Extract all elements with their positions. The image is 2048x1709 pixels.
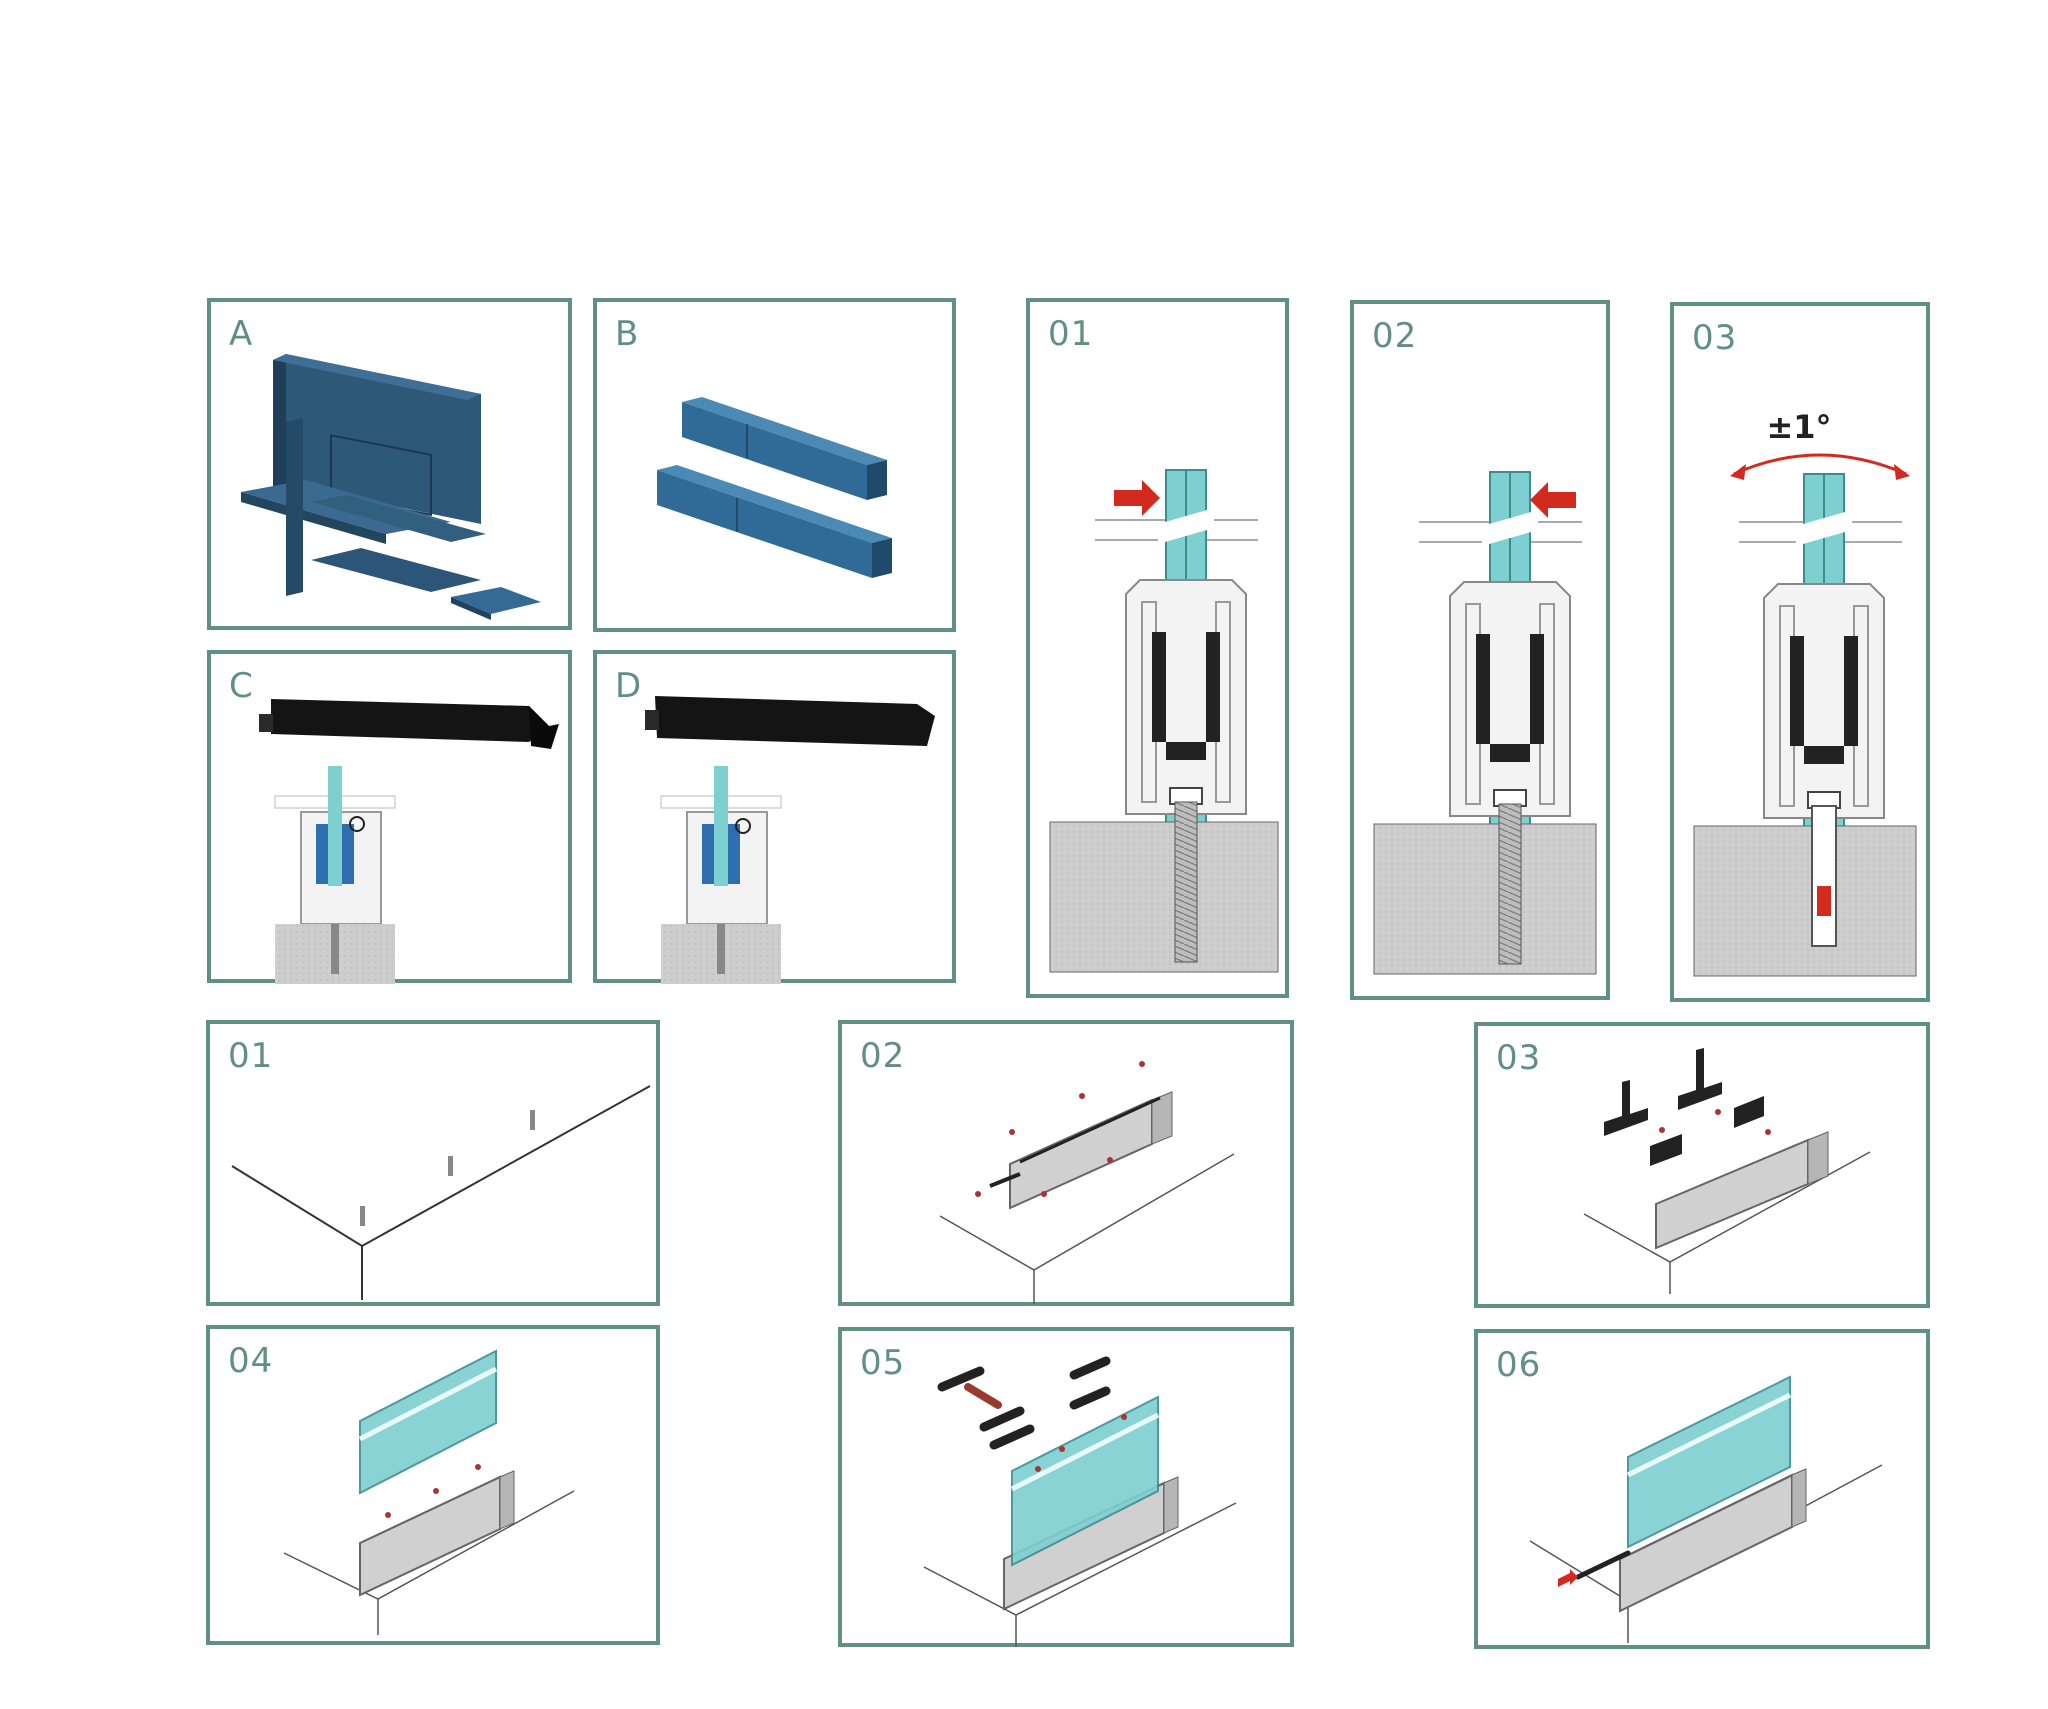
arrow-right-icon xyxy=(1114,480,1160,516)
section-step-03-label: 03 xyxy=(1692,318,1738,358)
glass-panel xyxy=(359,1349,497,1495)
cover-cap-d-illustration xyxy=(645,696,935,984)
tilt-angle-label: ±1° xyxy=(1766,408,1831,446)
wedge-piece xyxy=(1650,1134,1682,1166)
install-step-01-label: 01 xyxy=(228,1036,274,1076)
install-step-06-panel: 06 xyxy=(1474,1329,1930,1649)
panel-label-c: C xyxy=(229,666,254,706)
section-step-02-label: 02 xyxy=(1372,316,1418,356)
wedge-piece xyxy=(1678,1048,1722,1110)
section-step-01-drawing xyxy=(1049,469,1279,973)
install-step-01-panel: 01 xyxy=(206,1020,660,1306)
section-step-01-panel: 01 xyxy=(1026,298,1289,998)
section-step-02-panel: 02 xyxy=(1350,300,1610,1000)
install-step-04-panel: 04 xyxy=(206,1325,660,1645)
install-step-03-label: 03 xyxy=(1496,1038,1542,1078)
section-step-03-panel: 03 ±1° xyxy=(1670,302,1930,1002)
install-step-04-drawing xyxy=(283,1349,575,1635)
panel-label-a: A xyxy=(229,314,254,354)
section-step-03-drawing: ±1° xyxy=(1693,408,1917,977)
cover-cap-strip xyxy=(1575,1550,1631,1580)
install-step-02-label: 02 xyxy=(860,1036,906,1076)
install-step-05-label: 05 xyxy=(860,1343,906,1383)
wedge-piece xyxy=(1604,1080,1648,1136)
section-step-02-drawing xyxy=(1373,471,1597,975)
gasket-strips-illustration xyxy=(657,397,892,578)
component-panel-d: D xyxy=(593,650,956,984)
cover-cap-c-illustration xyxy=(259,699,559,984)
arrow-left-icon xyxy=(1530,482,1576,518)
install-step-05-drawing xyxy=(923,1356,1237,1647)
install-step-06-drawing xyxy=(1529,1375,1883,1643)
anchor-bolt-2 xyxy=(448,1156,453,1176)
install-step-03-drawing xyxy=(1583,1048,1871,1294)
component-panel-b: B xyxy=(593,298,956,632)
tilt-arc xyxy=(1733,453,1907,476)
component-panel-a: A xyxy=(207,298,572,630)
arrow-right-icon xyxy=(1558,1569,1578,1587)
install-step-01-drawing xyxy=(231,1085,651,1300)
anchor-bolt-3 xyxy=(530,1110,535,1130)
glass-panel xyxy=(1627,1375,1791,1549)
component-panel-c: C xyxy=(207,650,572,984)
install-step-02-panel: 02 xyxy=(838,1020,1294,1306)
install-step-03-panel: 03 xyxy=(1474,1022,1930,1308)
wedge-piece xyxy=(1734,1096,1764,1128)
install-step-05-panel: 05 xyxy=(838,1327,1294,1647)
install-step-02-drawing xyxy=(939,1061,1235,1304)
glass-panel xyxy=(1011,1395,1159,1567)
wedge-block-illustration xyxy=(241,354,541,620)
panel-label-d: D xyxy=(615,666,643,706)
install-step-04-label: 04 xyxy=(228,1341,274,1381)
section-step-01-label: 01 xyxy=(1048,314,1094,354)
install-step-06-label: 06 xyxy=(1496,1345,1542,1385)
panel-label-b: B xyxy=(615,314,640,354)
anchor-bolt-1 xyxy=(360,1206,365,1226)
